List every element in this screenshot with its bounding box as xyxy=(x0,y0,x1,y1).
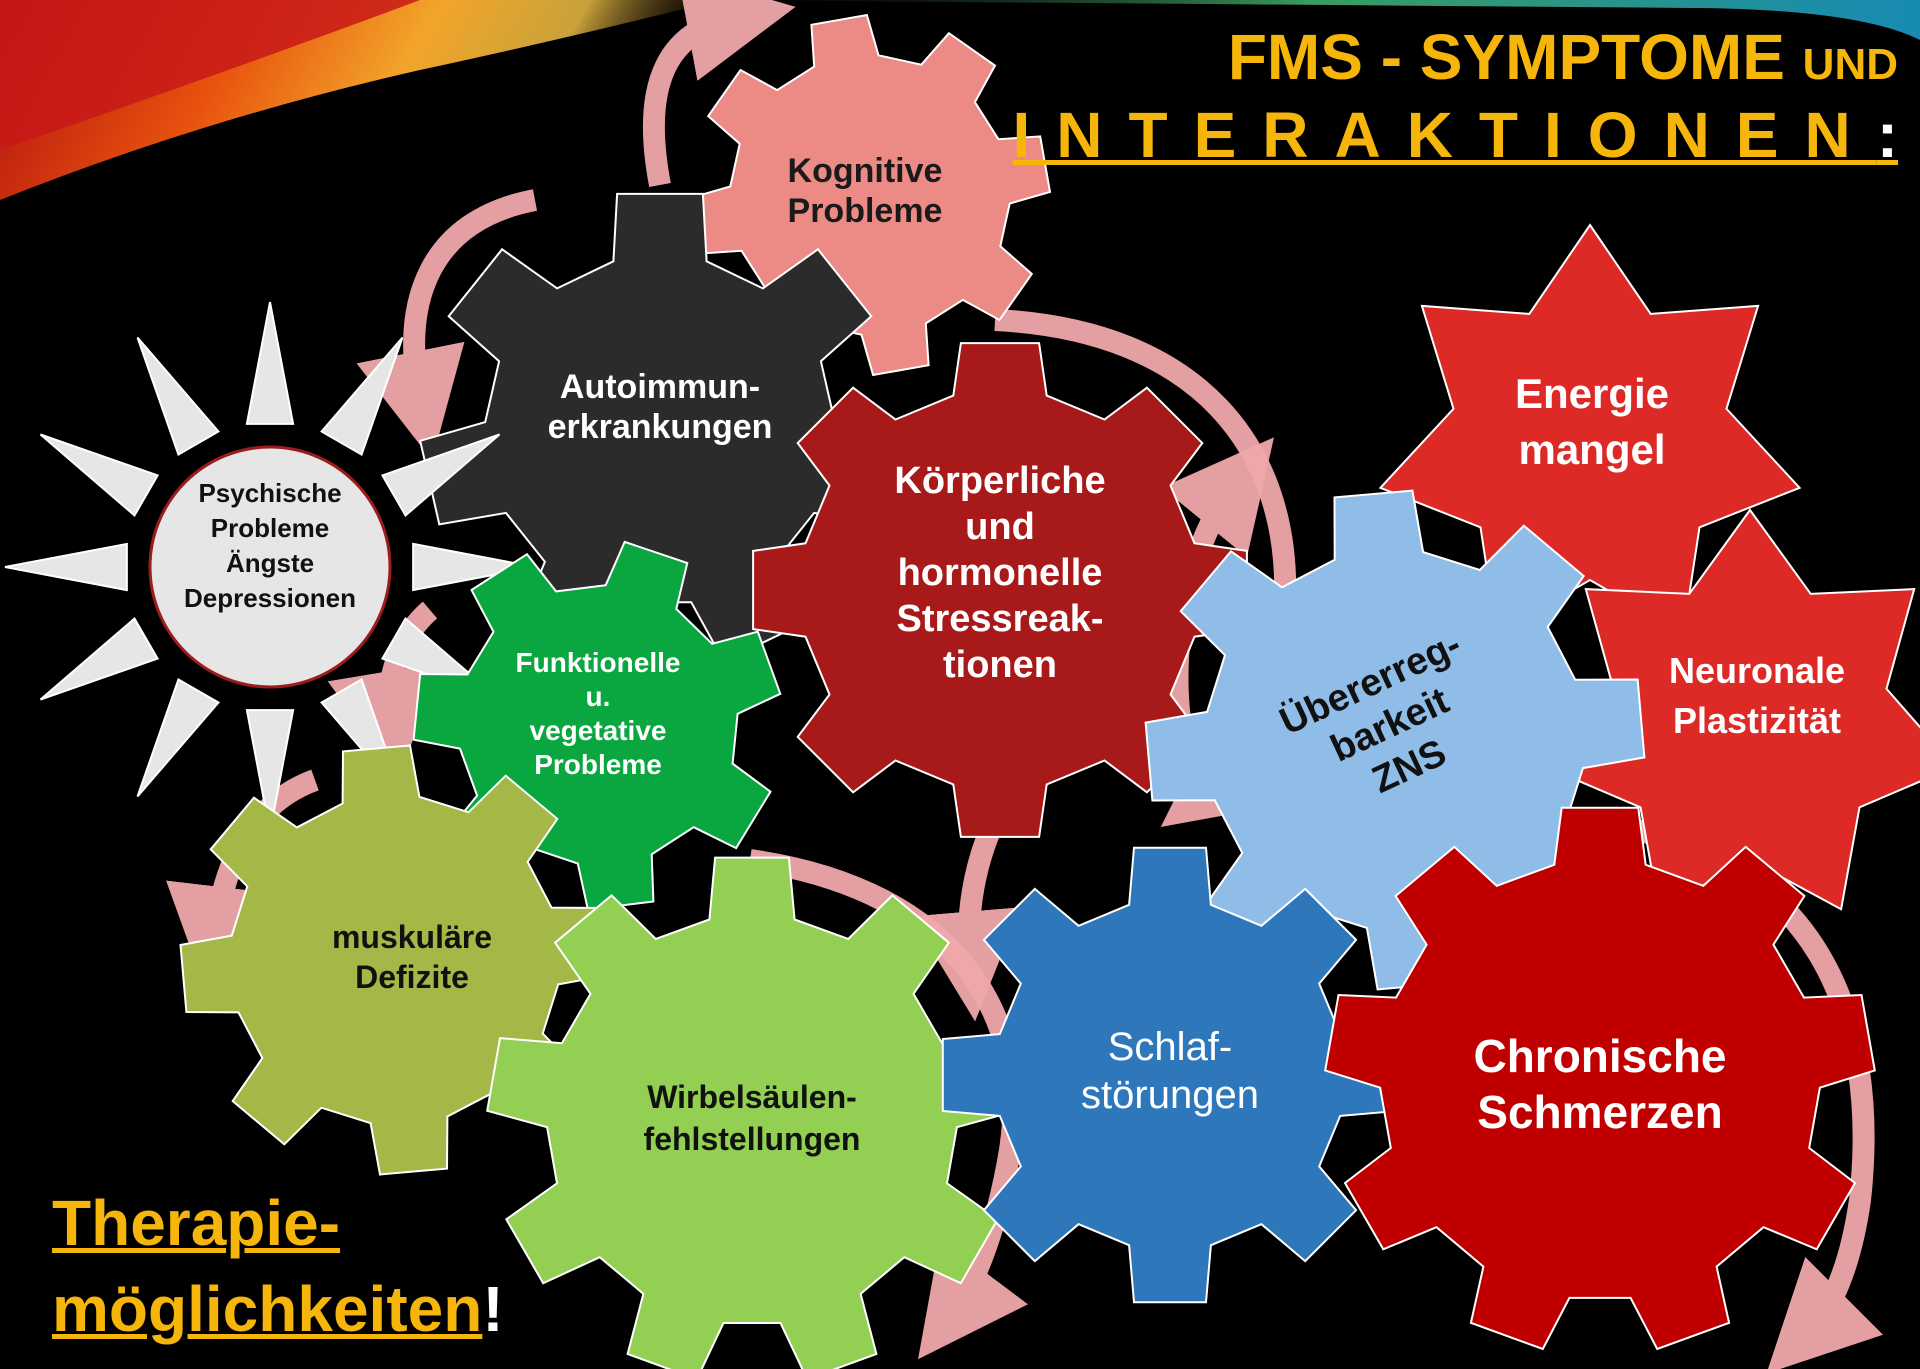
therapie-exclamation: ! xyxy=(482,1273,504,1345)
node-label-line: Wirbelsäulen- xyxy=(647,1079,857,1115)
node-label-line: u. xyxy=(586,681,611,712)
node-label-line: mangel xyxy=(1518,426,1665,473)
therapie-link[interactable]: Therapie- möglichkeiten! xyxy=(52,1180,504,1352)
node-label-line: Psychische xyxy=(198,478,341,508)
node-label-line: hormonelle xyxy=(898,552,1103,594)
interaction-arrow xyxy=(642,0,796,188)
node-label-line: Neuronale xyxy=(1669,650,1845,691)
sun-ray xyxy=(39,617,160,701)
node-label-line: Defizite xyxy=(355,959,469,995)
interaction-arrow xyxy=(356,189,538,461)
node-label-line: vegetative xyxy=(530,715,667,746)
title-line-2: INTERAKTIONEN: xyxy=(1012,98,1898,172)
node-schlaf: Schlaf-störungen xyxy=(941,846,1399,1304)
sun-core xyxy=(148,445,392,689)
node-label-line: Depressionen xyxy=(184,583,356,613)
title-line-1: FMS - SYMPTOME UND xyxy=(1228,20,1898,94)
title-colon: : xyxy=(1876,99,1898,171)
node-label-line: erkrankungen xyxy=(548,408,773,446)
header-decoration xyxy=(0,0,1920,200)
node-label-schlaf: Schlaf-störungen xyxy=(1081,1025,1259,1117)
node-label-line: Schlaf- xyxy=(1108,1025,1233,1069)
node-label-line: Energie xyxy=(1515,370,1669,417)
node-label-line: Probleme xyxy=(788,192,943,230)
node-label-wirbelsaeule: Wirbelsäulen-fehlstellungen xyxy=(644,1079,861,1157)
gear-shape xyxy=(1324,806,1876,1351)
node-uebererreg: Übererreg-barkeitZNS xyxy=(1144,489,1646,991)
node-wirbelsaeule: Wirbelsäulen-fehlstellungen xyxy=(486,856,1018,1369)
sun-ray xyxy=(245,709,295,833)
star-shape xyxy=(1378,223,1802,636)
node-label-line: Stressreak- xyxy=(896,598,1103,640)
gear-shape xyxy=(486,856,1018,1369)
node-label-line: muskuläre xyxy=(332,919,492,955)
title-und: UND xyxy=(1802,40,1898,89)
node-label-line: Ängste xyxy=(226,548,314,578)
node-label-line: Autoimmun- xyxy=(560,368,760,406)
node-label-energie: Energie mangel xyxy=(1515,370,1669,473)
sun-ray xyxy=(136,336,220,457)
node-label-line: Kognitive xyxy=(788,152,943,190)
therapie-line-1: Therapie- xyxy=(52,1187,341,1259)
node-label-line: und xyxy=(965,506,1035,548)
interaction-arrow xyxy=(327,601,438,781)
sun-ray xyxy=(39,433,160,517)
sun-ray xyxy=(320,336,404,457)
sun-ray xyxy=(412,542,536,592)
node-label-line: Probleme xyxy=(534,749,662,780)
sun-ray xyxy=(245,301,295,425)
therapie-line-2: möglichkeiten xyxy=(52,1273,483,1345)
node-label-line: störungen xyxy=(1081,1073,1259,1117)
node-label-line: Chronische xyxy=(1473,1030,1726,1082)
node-label-autoimmun: Autoimmun-erkrankungen xyxy=(548,368,773,446)
title-main: FMS - SYMPTOME xyxy=(1227,21,1785,93)
node-label-line: fehlstellungen xyxy=(644,1121,861,1157)
node-label-line: tionen xyxy=(943,644,1057,686)
node-label-line: Plastizität xyxy=(1673,700,1841,741)
sun-ray xyxy=(136,677,220,798)
node-energie: Energie mangel xyxy=(1378,223,1802,636)
node-label-line: Körperliche xyxy=(894,460,1105,502)
title-interaktionen: INTERAKTIONEN xyxy=(1012,99,1877,171)
node-label-line: Schmerzen xyxy=(1477,1086,1722,1138)
node-label-line: Funktionelle xyxy=(516,647,681,678)
gear-shape xyxy=(941,846,1399,1304)
sun-ray xyxy=(4,542,128,592)
sun-ray xyxy=(380,433,501,517)
node-label-line: Probleme xyxy=(211,513,330,543)
